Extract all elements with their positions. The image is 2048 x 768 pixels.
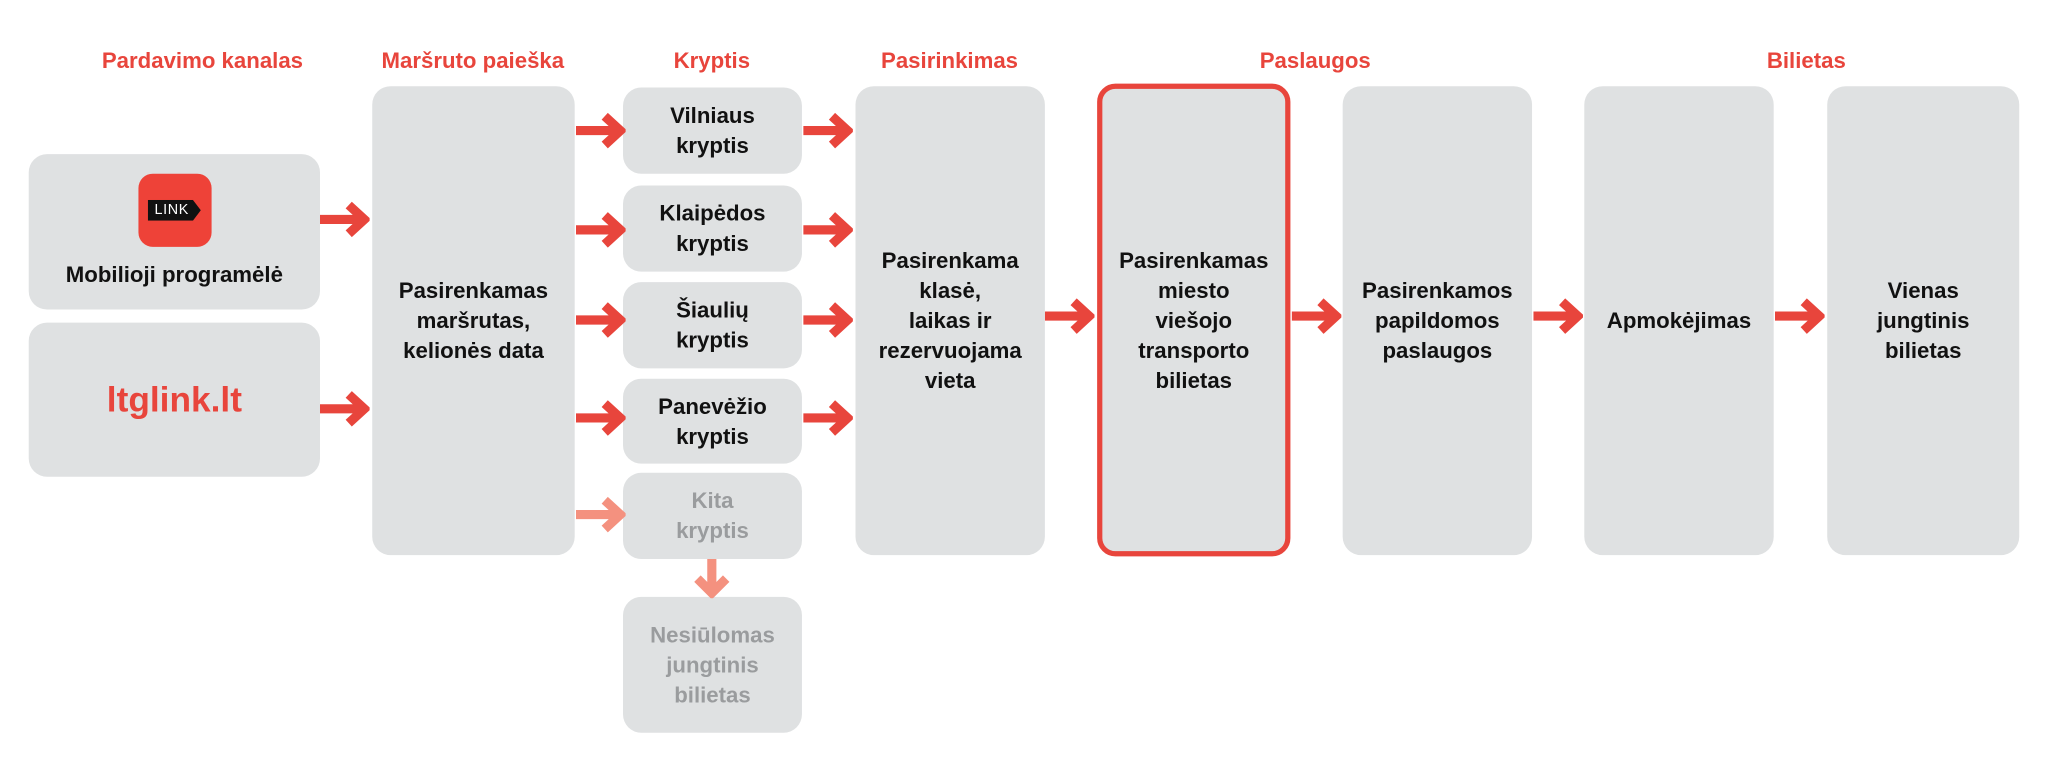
arrow-right-icon	[1291, 298, 1342, 334]
services-line: miesto	[1157, 277, 1230, 303]
services-line: transporto	[1138, 337, 1250, 363]
arrow-right-icon	[575, 212, 626, 248]
selection-line: Pasirenkama	[881, 248, 1019, 273]
arrow-right-icon	[803, 112, 853, 149]
route-box: Pasirenkamas maršrutas, kelionės data	[372, 86, 575, 556]
link-app-logo-icon: LINK	[137, 173, 211, 247]
website-label: ltglink.lt	[106, 379, 242, 419]
services-line: Pasirenkamas	[1119, 247, 1269, 273]
route-line: kelionės data	[403, 338, 544, 364]
extras-line: paslaugos	[1382, 338, 1493, 364]
arrow-right-icon	[575, 302, 626, 338]
mobile-app-label: Mobilioji programėlė	[65, 262, 283, 288]
ticket-line: jungtinis	[1876, 308, 1970, 334]
direction-suffix: kryptis	[676, 327, 749, 353]
route-line: Pasirenkamas	[398, 278, 549, 304]
selection-line: vieta	[924, 368, 976, 394]
direction-suffix: kryptis	[676, 423, 749, 449]
extras-line: papildomos	[1375, 308, 1500, 334]
selection-line: rezervuojama	[878, 338, 1022, 364]
arrow-right-icon	[319, 201, 370, 238]
direction-panevezys: Panevėžio kryptis	[623, 378, 802, 464]
arrow-right-icon	[803, 400, 853, 436]
arrow-right-icon	[575, 496, 626, 533]
arrow-right-icon	[803, 302, 853, 338]
app-logo-text: LINK	[147, 199, 201, 221]
not-offered-line: bilietas	[674, 682, 751, 708]
not-offered-line: jungtinis	[666, 652, 759, 678]
direction-siauliai: Šiaulių kryptis	[623, 282, 802, 369]
not-offered-box: Nesiūlomas jungtinis bilietas	[623, 596, 802, 733]
direction-name: Klaipėdos	[659, 201, 766, 226]
ticket-line: bilietas	[1884, 338, 1962, 364]
arrow-down-icon	[694, 559, 730, 599]
direction-suffix: kryptis	[676, 518, 749, 544]
extras-line: Pasirenkamos	[1362, 278, 1513, 304]
header-direction: Kryptis	[673, 48, 751, 74]
arrow-right-icon	[575, 112, 626, 149]
ticket-line: Vienas	[1887, 278, 1959, 304]
header-services: Paslaugos	[1259, 48, 1371, 74]
selection-box: Pasirenkama klasė, laikas ir rezervuojam…	[855, 86, 1045, 556]
direction-klaipeda: Klaipėdos kryptis	[623, 185, 802, 272]
direction-vilnius: Vilniaus kryptis	[623, 87, 802, 174]
selection-line: klasė,	[919, 278, 982, 304]
direction-name: Šiaulių	[676, 297, 749, 323]
arrow-right-icon	[1533, 298, 1583, 334]
website-box: ltglink.lt	[28, 322, 320, 477]
not-offered-line: Nesiūlomas	[650, 622, 775, 648]
arrow-right-icon	[319, 391, 370, 427]
route-line: maršrutas,	[416, 308, 531, 334]
direction-suffix: kryptis	[676, 133, 749, 159]
direction-name: Panevėžio	[658, 393, 767, 419]
services-line: bilietas	[1155, 367, 1233, 393]
direction-suffix: kryptis	[676, 231, 749, 256]
services-line: viešojo	[1155, 307, 1233, 333]
arrow-right-icon	[575, 400, 626, 436]
header-route-search: Maršruto paieška	[381, 48, 565, 74]
arrow-right-icon	[803, 212, 853, 248]
header-ticket: Bilietas	[1766, 48, 1846, 74]
payment-box: Apmokėjimas	[1584, 86, 1774, 556]
direction-name: Vilniaus	[670, 103, 755, 128]
selection-line: laikas ir	[908, 308, 992, 334]
ticket-box: Vienas jungtinis bilietas	[1827, 86, 2020, 556]
direction-name: Kita	[691, 488, 734, 514]
payment-label: Apmokėjimas	[1606, 308, 1752, 334]
arrow-right-icon	[1044, 298, 1095, 334]
city-transport-box: Pasirenkamas miesto viešojo transporto b…	[1097, 83, 1291, 557]
mobile-app-box: LINK Mobilioji programėlė	[28, 154, 320, 310]
header-selection: Pasirinkimas	[881, 48, 1019, 74]
arrow-right-icon	[1774, 298, 1825, 334]
header-sales-channel: Pardavimo kanalas	[101, 48, 304, 74]
extras-box: Pasirenkamos papildomos paslaugos	[1342, 86, 1533, 556]
direction-other: Kita kryptis	[623, 472, 802, 560]
